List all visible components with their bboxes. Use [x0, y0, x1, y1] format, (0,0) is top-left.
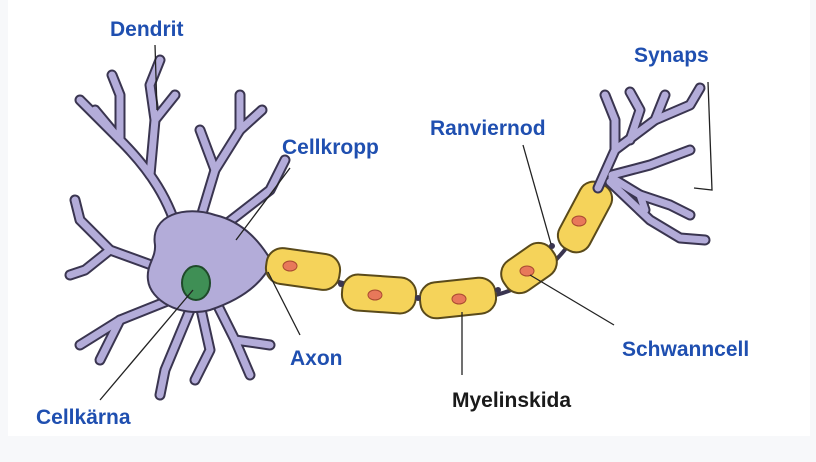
label-cellkarna: Cellkärna — [36, 406, 131, 429]
pointer-axon — [267, 271, 301, 336]
schwann-nucleus-3 — [451, 293, 467, 305]
schwann-nucleus-5 — [571, 215, 587, 227]
schwann-cell-1 — [264, 247, 342, 291]
label-synaps: Synaps — [634, 44, 709, 67]
pointer-ranviernod — [522, 144, 552, 245]
ranvier-nodes — [338, 243, 555, 301]
label-myelinskida: Myelinskida — [452, 389, 571, 412]
ranvier-node-3 — [495, 287, 501, 293]
schwann-nucleus-1 — [282, 260, 298, 272]
ranvier-node-4 — [549, 243, 555, 249]
pointer-cellkropp — [235, 167, 291, 241]
label-cellkropp: Cellkropp — [282, 136, 379, 159]
schwann-nucleus-4 — [519, 265, 535, 277]
pointer-synaps — [693, 81, 713, 191]
ranvier-node-1 — [338, 281, 344, 287]
schwann-cell-5 — [556, 180, 614, 254]
label-schwanncell: Schwanncell — [622, 338, 749, 361]
label-ranviernod: Ranviernod — [430, 117, 546, 140]
label-axon: Axon — [290, 347, 343, 370]
cell-nucleus — [181, 265, 211, 301]
pointer-lines — [99, 44, 713, 401]
pointer-schwanncell — [529, 274, 615, 326]
pointer-cellkarna — [99, 289, 194, 401]
label-dendrit: Dendrit — [110, 18, 184, 41]
schwann-cells — [264, 180, 614, 320]
neuron-cell-body — [64, 54, 291, 401]
schwann-nucleus-2 — [367, 289, 383, 301]
soma — [146, 210, 273, 313]
schwann-nuclei — [282, 215, 587, 305]
diagram-panel — [8, 0, 810, 436]
axon-terminal — [592, 82, 711, 246]
ranvier-node-2 — [415, 295, 421, 301]
pointer-dendrit — [154, 44, 158, 111]
